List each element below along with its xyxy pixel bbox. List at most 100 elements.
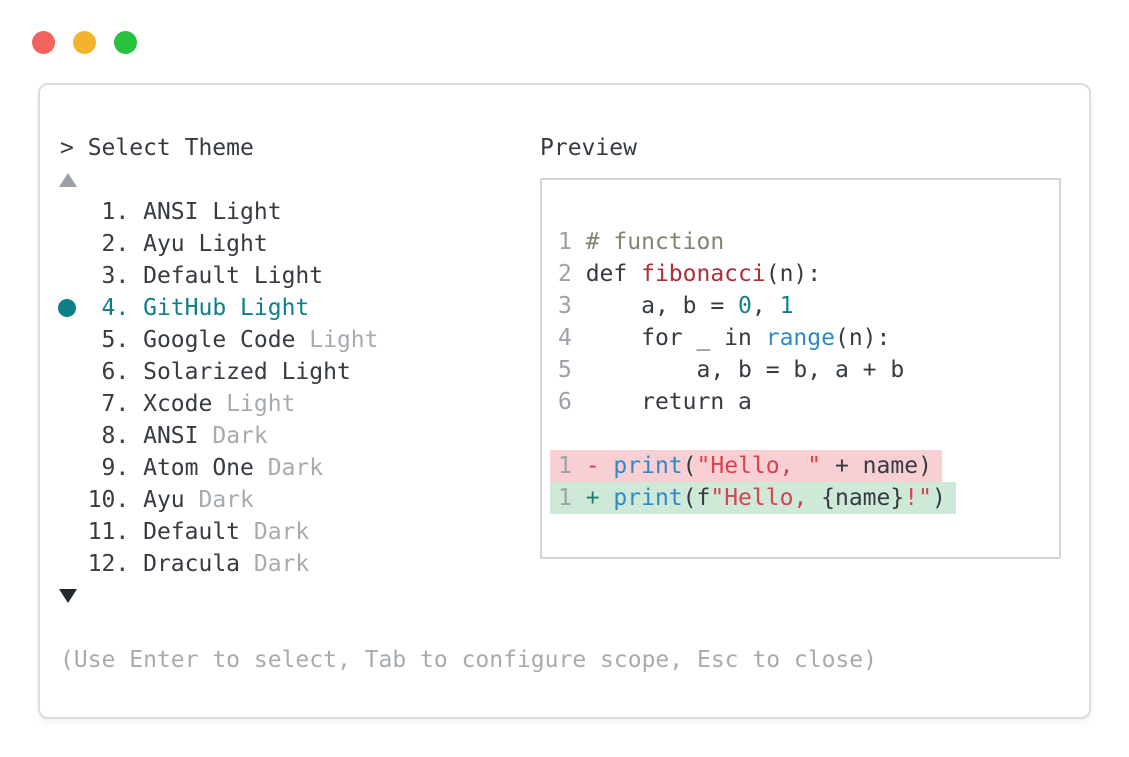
theme-list: 1. ANSI Light 2. Ayu Light 3. Default Li… xyxy=(58,196,540,580)
code-token-plain: def xyxy=(585,261,642,287)
code-token-plain: , xyxy=(751,293,780,319)
code-line: 6 return a xyxy=(558,386,1045,418)
code-token-func: fibonacci xyxy=(641,261,766,287)
picker-title: Select Theme xyxy=(87,135,254,161)
code-token-plain: (f xyxy=(682,485,711,511)
theme-item-label: Xcode xyxy=(143,391,227,417)
prompt-caret: > xyxy=(60,135,74,161)
maximize-button[interactable] xyxy=(114,31,137,54)
code-token-plain: ( xyxy=(682,453,697,479)
theme-item-number: 5. xyxy=(60,327,144,353)
line-number: 1 xyxy=(558,485,586,511)
code-token-minus: - xyxy=(585,453,614,479)
blank-line xyxy=(558,418,1045,450)
triangle-up-icon xyxy=(59,173,77,187)
theme-picker-panel: > Select Theme 1. ANSI Light 2. Ayu Light… xyxy=(38,83,1091,719)
picker-prompt: > Select Theme xyxy=(60,132,540,164)
theme-item-number: 6. xyxy=(60,359,144,385)
theme-list-column: > Select Theme 1. ANSI Light 2. Ayu Light… xyxy=(58,132,540,644)
code-line: 1 # function xyxy=(558,226,1045,258)
theme-item-label: Ayu Light xyxy=(143,231,268,257)
theme-item-label: Default Light xyxy=(143,263,324,289)
code-token-plain: for _ in xyxy=(585,325,766,351)
theme-item-label: Light xyxy=(226,391,296,417)
code-token-plain: a, b = xyxy=(585,293,739,319)
theme-item-8[interactable]: 8. ANSI Dark xyxy=(60,420,540,452)
diff-line-added: 1 + print(f"Hello, {name}!") xyxy=(550,482,1045,514)
code-token-call: print xyxy=(613,485,683,511)
theme-item-number: 4. xyxy=(60,295,144,321)
theme-item-label: Solarized Light xyxy=(143,359,351,385)
code-token-call: print xyxy=(613,453,683,479)
theme-item-label: ANSI xyxy=(143,423,213,449)
theme-item-label: Dark xyxy=(212,423,268,449)
theme-item-label: Light xyxy=(309,327,379,353)
code-token-plain: a, b = b, a + b xyxy=(585,357,905,383)
keyboard-hint: (Use Enter to select, Tab to configure s… xyxy=(60,647,877,673)
added-highlight: 1 + print(f"Hello, {name}!") xyxy=(550,482,956,514)
theme-item-label: Ayu xyxy=(143,487,199,513)
theme-item-number: 7. xyxy=(60,391,144,417)
scroll-down-control[interactable] xyxy=(59,580,540,612)
line-number: 1 xyxy=(558,453,586,479)
code-token-plain: {name} xyxy=(821,485,905,511)
code-line: 3 a, b = 0, 1 xyxy=(558,290,1045,322)
code-token-comment: # function xyxy=(585,229,725,255)
code-line: 5 a, b = b, a + b xyxy=(558,354,1045,386)
theme-item-3[interactable]: 3. Default Light xyxy=(60,260,540,292)
theme-item-number: 9. xyxy=(60,455,144,481)
line-number: 1 xyxy=(558,229,586,255)
theme-item-label: Atom One xyxy=(143,455,268,481)
code-token-plain: + name) xyxy=(821,453,932,479)
theme-item-label: Dark xyxy=(198,487,254,513)
theme-item-2[interactable]: 2. Ayu Light xyxy=(60,228,540,260)
theme-item-12[interactable]: 12. Dracula Dark xyxy=(60,548,540,580)
code-token-number: 1 xyxy=(779,293,794,319)
theme-item-number: 12. xyxy=(60,551,144,577)
code-token-plain: return a xyxy=(585,389,752,415)
diff-line-removed: 1 - print("Hello, " + name) xyxy=(550,450,1045,482)
code-line: 2 def fibonacci(n): xyxy=(558,258,1045,290)
line-number: 2 xyxy=(558,261,586,287)
line-number: 5 xyxy=(558,357,586,383)
theme-item-label: Default xyxy=(143,519,254,545)
minimize-button[interactable] xyxy=(73,31,96,54)
close-button[interactable] xyxy=(32,31,55,54)
theme-item-11[interactable]: 11. Default Dark xyxy=(60,516,540,548)
theme-item-5[interactable]: 5. Google Code Light xyxy=(60,324,540,356)
theme-item-label: Dracula xyxy=(143,551,254,577)
theme-item-number: 10. xyxy=(60,487,144,513)
picker-columns: > Select Theme 1. ANSI Light 2. Ayu Light… xyxy=(58,132,1069,644)
theme-item-4[interactable]: 4. GitHub Light xyxy=(58,292,540,324)
window-traffic-lights xyxy=(32,31,137,54)
theme-item-6[interactable]: 6. Solarized Light xyxy=(60,356,540,388)
theme-item-9[interactable]: 9. Atom One Dark xyxy=(60,452,540,484)
preview-label: Preview xyxy=(540,135,637,161)
removed-highlight: 1 - print("Hello, " + name) xyxy=(550,450,942,482)
theme-item-number: 2. xyxy=(60,231,144,257)
theme-item-number: 3. xyxy=(60,263,144,289)
theme-item-label: Dark xyxy=(253,551,310,577)
code-token-plain: (n): xyxy=(834,325,891,351)
theme-item-number: 8. xyxy=(60,423,144,449)
code-token-string: !" xyxy=(904,485,932,511)
theme-item-label: Google Code xyxy=(143,327,310,353)
theme-item-10[interactable]: 10. Ayu Dark xyxy=(60,484,540,516)
theme-item-1[interactable]: 1. ANSI Light xyxy=(60,196,540,228)
line-number: 4 xyxy=(558,325,586,351)
triangle-down-icon xyxy=(59,589,77,603)
code-token-number: 0 xyxy=(738,293,752,319)
code-token-plain: ) xyxy=(931,485,946,511)
selected-indicator-icon xyxy=(58,299,76,317)
code-token-plus: + xyxy=(585,485,614,511)
theme-item-7[interactable]: 7. Xcode Light xyxy=(60,388,540,420)
code-line: 4 for _ in range(n): xyxy=(558,322,1045,354)
scroll-up-control[interactable] xyxy=(59,164,540,196)
theme-item-number: 11. xyxy=(60,519,144,545)
theme-item-label: Dark xyxy=(253,519,310,545)
code-token-string: "Hello, xyxy=(710,485,822,511)
theme-item-label: Dark xyxy=(267,455,324,481)
